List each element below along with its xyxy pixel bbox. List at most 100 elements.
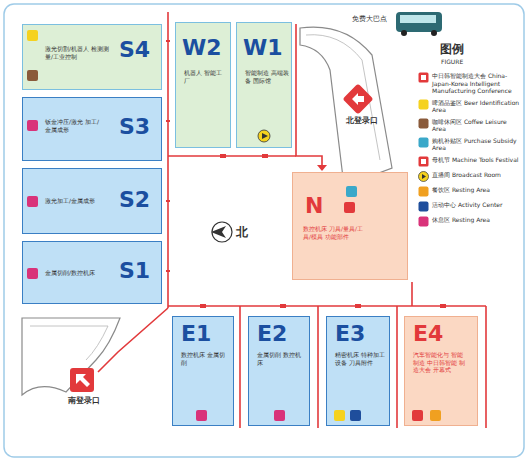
legend-row: 直播间 Broadcast Room (418, 171, 520, 182)
hall-code: S2 (119, 189, 159, 211)
exhibition-hall: S1 金属切削/数控机床 (22, 241, 162, 304)
broadcast-icon (258, 130, 270, 142)
legend-text: 休息区 Resting Area (432, 216, 520, 224)
legend-text: 母机节 Machine Tools Festival (432, 156, 520, 164)
corridor (396, 306, 398, 428)
legend-icon (418, 186, 429, 197)
hall-code: W1 (243, 37, 289, 59)
area-icon (27, 196, 38, 207)
building-line (30, 326, 108, 360)
legend-text: 咖啡休闲区 Coffee Leisure Area (432, 118, 520, 133)
corridor (485, 306, 487, 428)
exhibition-hall: S3 钣金冲压/激光 加工/金属成形 (22, 97, 162, 161)
hall-description: 汽车智能化与 智能制造 中日韩智能 制造大会 开幕式 (413, 351, 465, 374)
corridor (168, 305, 486, 307)
exhibition-hall: W1 智能制造 高端装备 国际馆 (236, 22, 292, 148)
hall-description: 金属切削/数控机床 (45, 269, 111, 277)
exhibition-hall: W2 机器人 智能工厂 (175, 22, 231, 148)
hall-code: S3 (119, 116, 159, 138)
legend-text: 活动中心 Activity Center (432, 201, 520, 209)
legend-row: 母机节 Machine Tools Festival (418, 156, 520, 167)
legend-icon (418, 216, 429, 227)
hall-code: N (305, 195, 335, 217)
area-icon (334, 410, 345, 421)
area-icon (27, 70, 38, 81)
hall-description: 激光加工/金属成形 (45, 197, 111, 205)
entrance-label: 南登录口 (68, 396, 100, 406)
corridor (167, 12, 169, 308)
compass-label: 北 (236, 225, 248, 239)
corridor (168, 155, 296, 157)
exhibition-hall: E3 精密机床 特种加工设备 刀具附件 (326, 316, 390, 426)
legend-icon (418, 72, 429, 83)
legend-text: 中日韩智能制造大会 China-Japan-Korea Intelligent … (432, 72, 520, 95)
bus-icon (396, 12, 442, 36)
legend-row: 啤酒品鉴区 Beer Identification Area (418, 99, 520, 114)
exhibition-hall: S2 激光加工/金属成形 (22, 168, 162, 234)
legend-row: 中日韩智能制造大会 China-Japan-Korea Intelligent … (418, 72, 520, 95)
broadcast-icon (262, 133, 268, 139)
exhibition-hall: S4 激光切割/机器人 检测测量/工业控制 (22, 24, 162, 90)
hall-description: 智能制造 高端装备 国际馆 (245, 69, 289, 84)
legend-text: 餐饮区 Resting Area (432, 186, 520, 194)
corridor (317, 306, 319, 428)
hall-description: 机器人 智能工厂 (184, 69, 226, 84)
legend-icon (418, 118, 429, 129)
hall-code: E1 (181, 323, 227, 345)
building-outline (300, 27, 392, 186)
bus-stop-label: 免费大巴点 (352, 15, 387, 23)
hall-description: 激光切割/机器人 检测测量/工业控制 (45, 45, 111, 60)
area-icon (27, 30, 38, 41)
legend-icon (418, 171, 429, 182)
building-outline (22, 318, 120, 395)
area-icon (27, 120, 38, 131)
area-icon (274, 410, 285, 421)
corridor (296, 24, 322, 166)
corridor (239, 306, 241, 428)
area-icon (344, 202, 355, 213)
hall-description: 数控机床 刀具/量具/工具/模具 功能部件 (303, 225, 367, 240)
entrance-icon (70, 368, 94, 392)
legend-row: 休息区 Resting Area (418, 216, 520, 227)
hall-description: 金属切削 数控机床 (257, 351, 303, 366)
building-line (306, 35, 380, 160)
exhibition-hall: N 数控机床 刀具/量具/工具/模具 功能部件 (292, 172, 408, 280)
area-icon (196, 410, 207, 421)
area-icon (27, 268, 38, 279)
area-icon (350, 410, 361, 421)
area-icon (412, 410, 423, 421)
legend-text: 购机补贴区 Purchase Subsidy Area (432, 137, 520, 152)
compass (211, 222, 232, 242)
legend-row: 购机补贴区 Purchase Subsidy Area (418, 137, 520, 152)
hall-description: 数控机床 金属切削 (181, 351, 227, 366)
legend-title: FIGURE (441, 58, 463, 65)
area-icon (430, 410, 441, 421)
hall-code: S1 (119, 260, 159, 282)
entrance-icon (342, 83, 373, 114)
corridor (98, 308, 168, 372)
legend-text: 啤酒品鉴区 Beer Identification Area (432, 99, 520, 114)
hall-code: S4 (119, 39, 159, 61)
legend-text: 直播间 Broadcast Room (432, 171, 520, 179)
arrow-head (317, 165, 327, 171)
hall-description: 钣金冲压/激光 加工/金属成形 (45, 118, 101, 133)
legend-row: 咖啡休闲区 Coffee Leisure Area (418, 118, 520, 133)
entrance-label: 北登录口 (346, 116, 378, 126)
map-frame (4, 4, 524, 457)
area-icon (346, 186, 357, 197)
exhibition-hall: E1 数控机床 金属切削 (172, 316, 234, 426)
hall-code: E2 (257, 323, 303, 345)
legend-icon (418, 99, 429, 110)
exhibition-hall: E4 汽车智能化与 智能制造 中日韩智能 制造大会 开幕式 (404, 316, 478, 426)
hall-code: W2 (182, 37, 228, 59)
hall-description: 精密机床 特种加工设备 刀具附件 (335, 351, 385, 366)
hall-code: E3 (335, 323, 381, 345)
legend-row: 活动中心 Activity Center (418, 201, 520, 212)
legend-icon (418, 137, 429, 148)
exhibition-hall: E2 金属切削 数控机床 (248, 316, 310, 426)
hall-code: E4 (413, 323, 459, 345)
legend-icon (418, 201, 429, 212)
legend-icon (418, 156, 429, 167)
legend: 中日韩智能制造大会 China-Japan-Korea Intelligent … (418, 72, 520, 231)
